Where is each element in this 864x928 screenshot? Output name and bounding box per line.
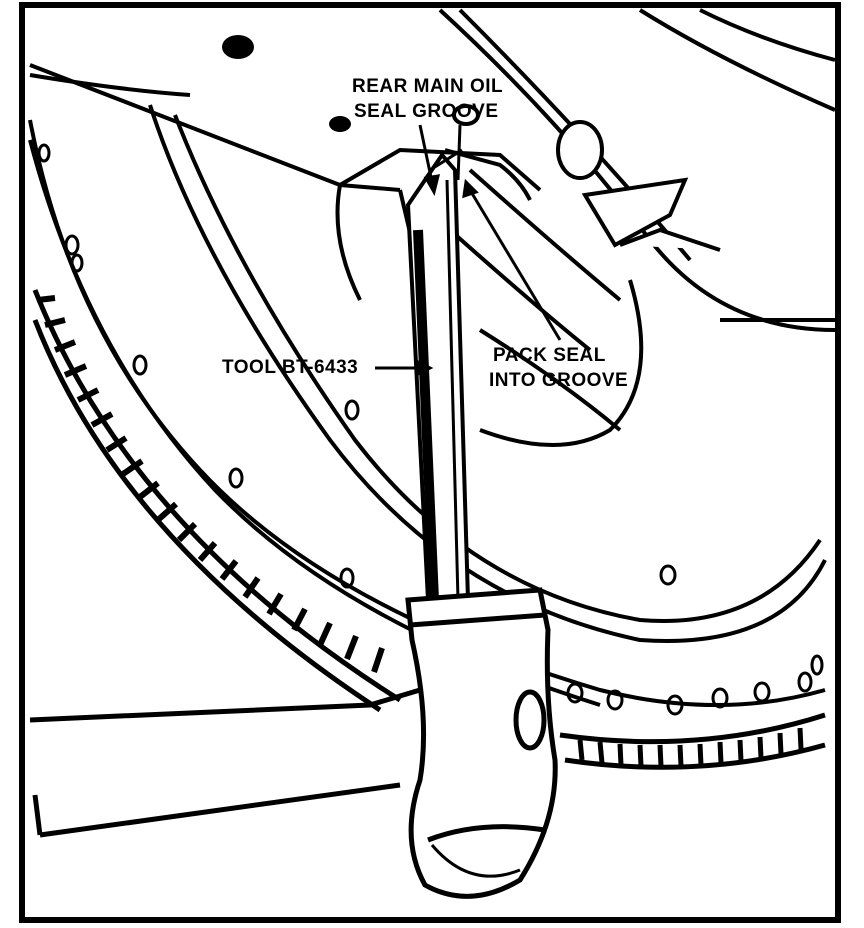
top-bolts bbox=[222, 35, 480, 132]
label-seal-groove: SEAL GROOVE bbox=[354, 101, 499, 122]
label-tool: TOOL BT-6433 bbox=[222, 357, 359, 378]
tool-shaft bbox=[405, 148, 471, 602]
label-into-groove: INTO GROOVE bbox=[489, 370, 629, 391]
seal-groove-block bbox=[335, 147, 622, 352]
ring-gear-left bbox=[32, 289, 402, 713]
tool-handle bbox=[405, 587, 558, 899]
ring-gear-right bbox=[559, 712, 826, 770]
label-pack-seal: PACK SEAL bbox=[493, 345, 606, 366]
leader-lines bbox=[375, 124, 562, 377]
bolt-holes bbox=[37, 143, 824, 716]
crankshaft bbox=[29, 687, 421, 838]
label-rear-main-oil: REAR MAIN OIL bbox=[352, 76, 504, 97]
bracket bbox=[556, 120, 721, 252]
